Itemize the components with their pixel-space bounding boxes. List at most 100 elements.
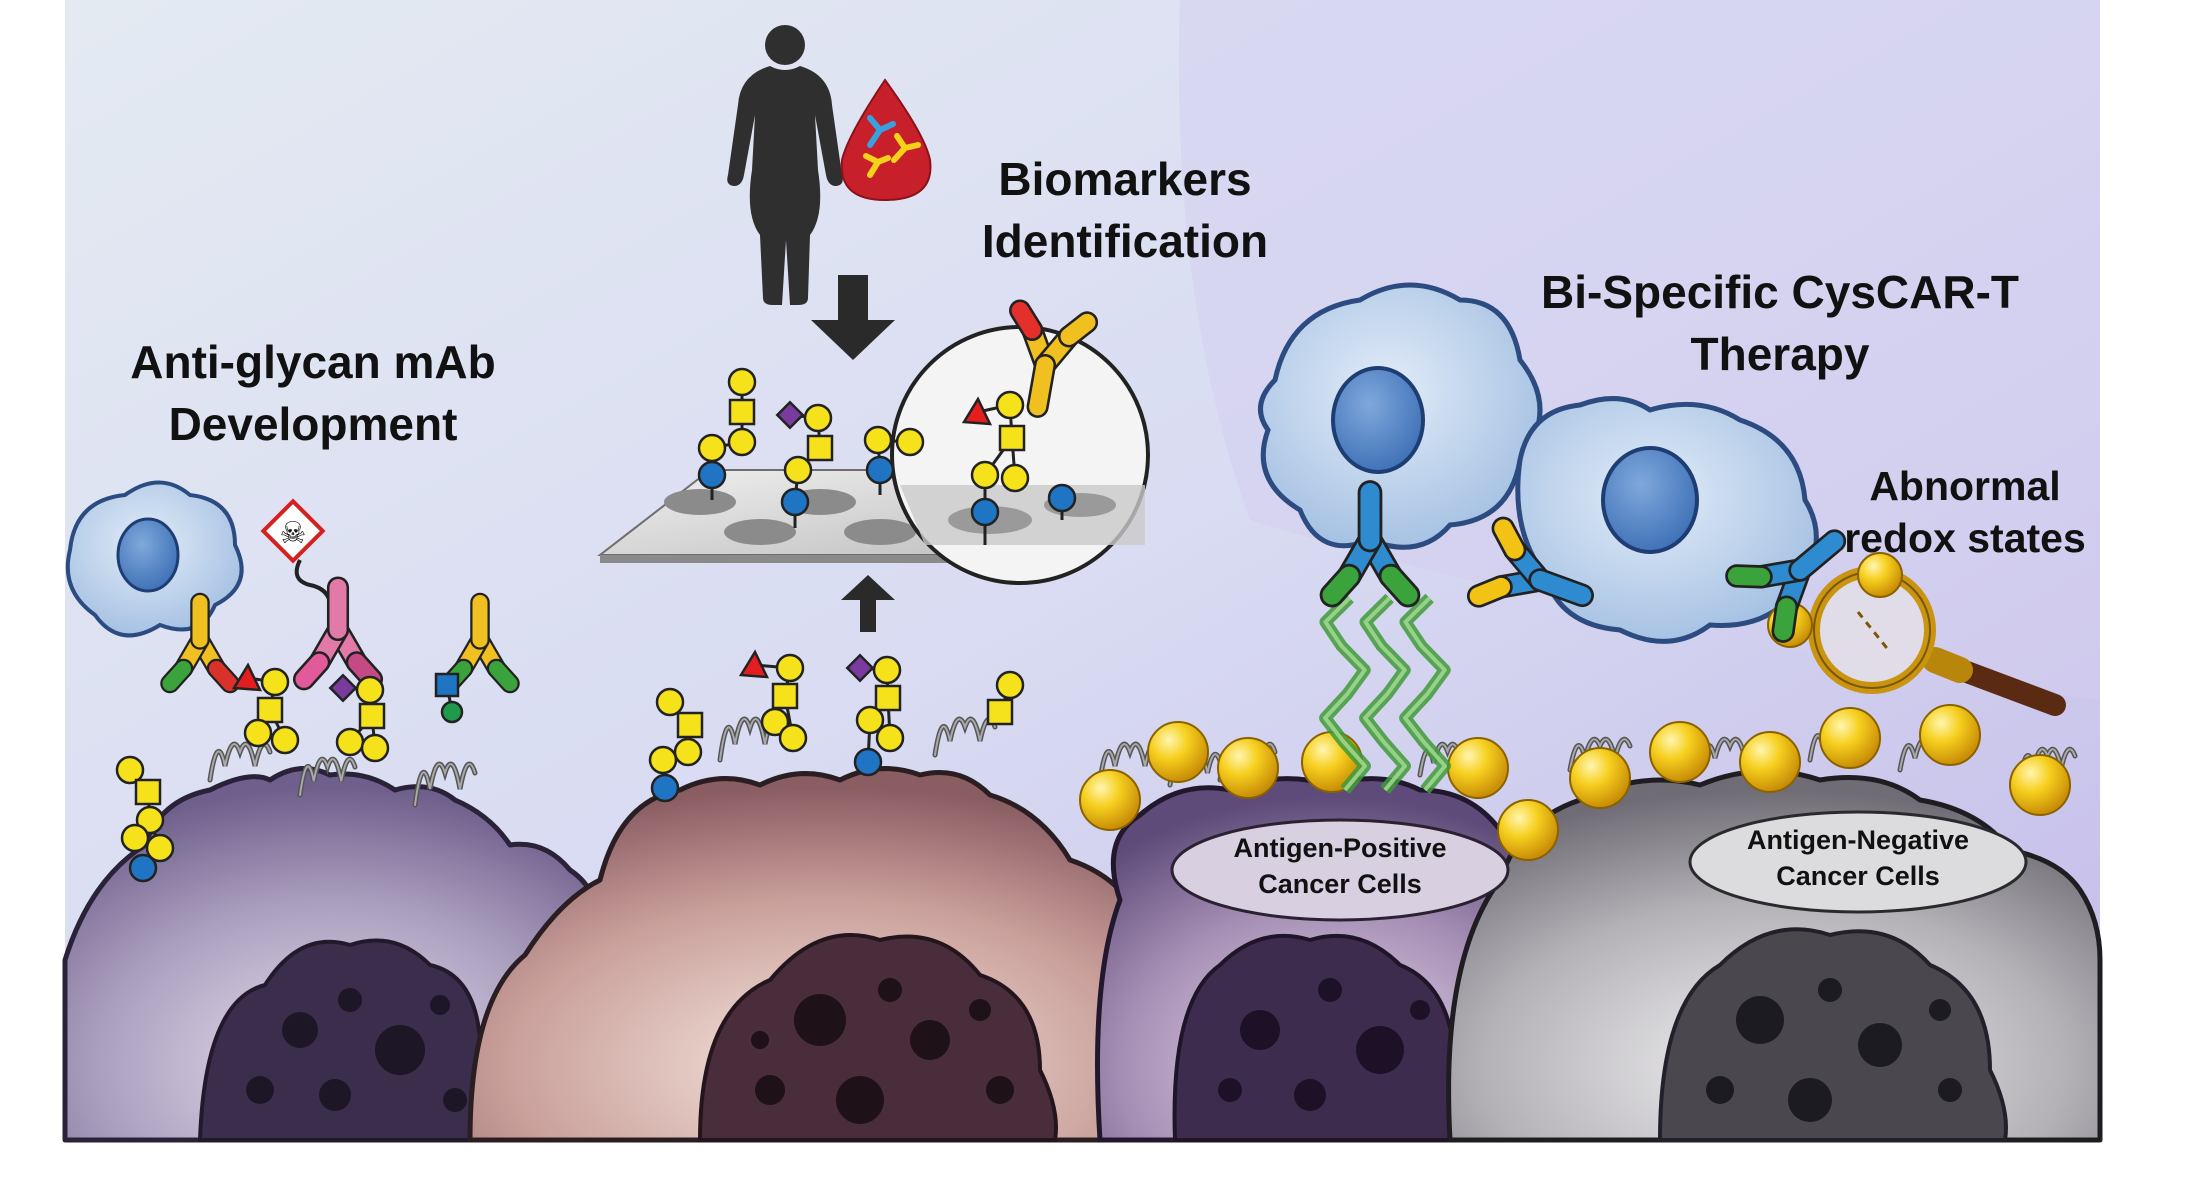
glycan [328, 673, 390, 763]
galactose-node [648, 745, 678, 775]
galactose-node [895, 427, 925, 457]
galactose-node [872, 655, 902, 685]
glcnac-square-node [874, 684, 902, 712]
antigen-helix [1319, 593, 1451, 794]
glycan [648, 687, 704, 803]
galactose-node [995, 670, 1025, 700]
fucose-triangle-node [738, 649, 770, 679]
thiol-sphere [1079, 769, 1141, 831]
down-arrow-icon [811, 275, 895, 360]
thiol-sphere [1217, 737, 1279, 799]
glycan [697, 367, 757, 500]
redox-title-line1: Abnormal [1869, 463, 2060, 509]
antibody-tip [489, 661, 518, 691]
helix-highlight [1403, 596, 1447, 792]
glcnac-square-node [134, 778, 162, 806]
antibody [1009, 299, 1099, 418]
blue-square-node [434, 672, 460, 698]
protein-highlight [299, 758, 356, 796]
glcnac-square-node [771, 682, 799, 710]
cancer-cell-pink [467, 766, 1180, 1143]
galactose-node [875, 723, 905, 753]
zoom-inset [890, 325, 1150, 585]
galactose-node [778, 723, 808, 753]
galactose-node [760, 707, 790, 737]
glcnac-square-node [256, 696, 284, 724]
helix-highlight [1363, 596, 1407, 792]
antigen-positive-line1: Antigen-Positive [1233, 833, 1446, 863]
green-node [440, 700, 464, 724]
galactose-node [655, 687, 685, 717]
toxin-hazard-icon: ☠ [260, 498, 326, 564]
glycan [1047, 483, 1077, 520]
glcnac-node [1047, 483, 1077, 513]
biomarkers-title-line2: Identification [982, 215, 1268, 267]
t-cell-center-right [1258, 282, 1543, 550]
antibody [1466, 516, 1594, 608]
glcnac-node [128, 853, 158, 883]
anti-glycan-title-line2: Development [169, 398, 458, 450]
glcnac-square-node [998, 424, 1026, 452]
surface-protein [932, 716, 998, 758]
galactose-node [120, 823, 150, 853]
cyscar-title-line1: Bi-Specific CysCAR-T [1541, 266, 2019, 318]
galactose-node [335, 727, 365, 757]
glcnac-square-node [728, 398, 756, 426]
surface-protein [297, 756, 358, 798]
antibody [160, 592, 240, 694]
galactose-node [673, 737, 703, 767]
antibody-tip [1774, 598, 1796, 641]
up-arrow-icon [841, 575, 895, 632]
galactose-node [270, 725, 300, 755]
antibody-tip [1060, 313, 1096, 345]
galactose-node [360, 733, 390, 763]
thiol-sphere [1447, 737, 1509, 799]
glycan [986, 670, 1025, 726]
sialic-diamond-node [845, 653, 875, 683]
antibody-stem [1029, 356, 1054, 416]
galactose-node [775, 653, 805, 683]
galactose-node [863, 425, 893, 455]
galactose-node [135, 805, 165, 835]
surface-protein [207, 741, 273, 783]
t-cell-far-right [1515, 396, 1819, 644]
glcnac-node [697, 460, 727, 490]
antibody-tip [1322, 566, 1359, 605]
glcnac-square-node [676, 711, 704, 739]
thiol-sphere [2009, 754, 2071, 816]
antibody-tip [1381, 566, 1418, 605]
glycan [738, 649, 808, 753]
galactose-node [355, 675, 385, 705]
glcnac-node [865, 455, 895, 485]
surface-proteins [207, 716, 2078, 808]
sialic-diamond-node [775, 400, 805, 430]
antibody-tip [162, 661, 191, 691]
svg-text:☠: ☠ [280, 517, 307, 550]
blood-drop-icon [840, 78, 932, 202]
galactose-node [783, 455, 813, 485]
cyscar-title-line2: Therapy [1691, 328, 1870, 380]
antigen-positive-label: Antigen-Positive Cancer Cells [1170, 818, 1510, 922]
glycan [115, 755, 175, 883]
thiol-sphere [1569, 747, 1631, 809]
glycan-structures [115, 367, 1077, 883]
glycan [775, 400, 834, 528]
galactose-node [970, 460, 1000, 490]
fucose-triangle-node [231, 662, 263, 692]
galactose-node [1000, 463, 1030, 493]
antigen-negative-line1: Antigen-Negative [1747, 825, 1969, 855]
antigen-negative-line2: Cancer Cells [1776, 861, 1940, 891]
thiol-sphere [1819, 707, 1881, 769]
glycan [863, 425, 925, 495]
anti-glycan-title-line1: Anti-glycan mAb [130, 336, 495, 388]
galactose-node [115, 755, 145, 785]
galactose-node [727, 367, 757, 397]
protein-highlight [414, 763, 476, 806]
glycan [845, 653, 905, 777]
thiol-sphere [1739, 731, 1801, 793]
glcnac-node [970, 497, 1000, 527]
glycan [961, 390, 1030, 545]
galactose-node [260, 667, 290, 697]
thiol-sphere [1857, 552, 1903, 598]
